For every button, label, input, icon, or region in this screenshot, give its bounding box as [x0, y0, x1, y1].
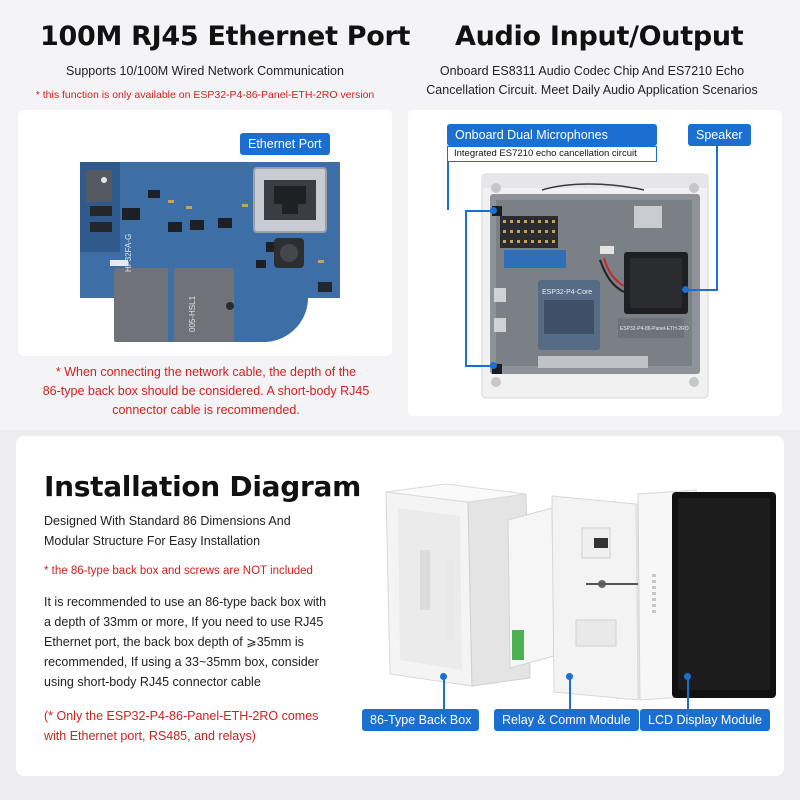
ethernet-image-card: HF32FA-G 005-HSL1 — [18, 110, 392, 356]
lcd-module-callout-line — [687, 676, 689, 710]
mic-callout-line-top — [465, 210, 493, 212]
audio-subtitle-line1: Onboard ES8311 Audio Codec Chip And ES72… — [439, 64, 745, 78]
installation-foot-line1: (* Only the ESP32-P4-86-Panel-ETH-2RO co… — [44, 709, 319, 723]
core-module-label: ESP32-P4-Core — [542, 289, 592, 296]
ethernet-warning: * When connecting the network cable, the… — [16, 363, 396, 420]
ethernet-warning-line3: connector cable is recommended. — [112, 403, 300, 417]
relay-module-callout-line — [569, 676, 571, 710]
mic-callout-line-tag — [447, 160, 449, 210]
installation-para-line1: It is recommended to use an 86-type back… — [44, 595, 327, 609]
installation-para-line2: a depth of 33mm or more, If you need to … — [44, 615, 324, 629]
ethernet-version-note: * this function is only available on ESP… — [35, 89, 375, 101]
relay-label-2: 005-HSL1 — [188, 295, 197, 332]
installation-title: Installation Diagram — [44, 470, 361, 503]
mic-dot-bottom — [490, 362, 497, 369]
audio-title: Audio Input/Output — [455, 21, 744, 52]
installation-intro-line2: Modular Structure For Easy Installation — [44, 534, 261, 548]
board-model-label: ESP32-P4-86-Panel-ETH-2RO — [620, 326, 689, 332]
back-box-callout-line — [443, 676, 445, 710]
installation-intro: Designed With Standard 86 Dimensions And… — [44, 511, 374, 551]
audio-subtitle: Onboard ES8311 Audio Codec Chip And ES72… — [400, 62, 784, 100]
relay-module-tag: Relay & Comm Module — [494, 709, 639, 731]
speaker-dot — [682, 286, 689, 293]
dual-microphones-tag: Onboard Dual Microphones — [447, 124, 657, 146]
installation-not-included-note: * the 86-type back box and screws are NO… — [44, 565, 313, 577]
relay-label-1: HF32FA-G — [124, 233, 133, 272]
ethernet-warning-line1: * When connecting the network cable, the… — [55, 365, 357, 379]
speaker-callout-line — [716, 146, 718, 291]
installation-footnote: (* Only the ESP32-P4-86-Panel-ETH-2RO co… — [44, 706, 374, 746]
speaker-callout-line-h — [686, 289, 718, 291]
speaker-tag: Speaker — [688, 124, 751, 146]
installation-para-line4: recommended, If using a 33~35mm box, con… — [44, 655, 319, 669]
back-box-tag: 86-Type Back Box — [362, 709, 480, 731]
mic-dot-top — [490, 207, 497, 214]
audio-board-illustration: ESP32-P4-Core ESP32-P4-86-Panel-ETH-2RO — [481, 173, 709, 399]
ethernet-title: 100M RJ45 Ethernet Port — [40, 21, 411, 52]
mic-callout-line — [465, 210, 467, 365]
ethernet-subtitle: Supports 10/100M Wired Network Communica… — [66, 64, 344, 78]
lcd-module-tag: LCD Display Module — [640, 709, 770, 731]
installation-para-line5: using short-body RJ45 connector cable — [44, 675, 261, 689]
installation-illustration — [385, 483, 776, 701]
ethernet-port-tag: Ethernet Port — [240, 133, 330, 155]
ethernet-warning-line2: 86-type back box should be considered. A… — [42, 384, 370, 398]
ethernet-board-illustration — [80, 162, 340, 342]
echo-cancellation-tag: Integrated ES7210 echo cancellation circ… — [447, 146, 657, 162]
installation-recommendation: It is recommended to use an 86-type back… — [44, 592, 374, 692]
installation-intro-line1: Designed With Standard 86 Dimensions And — [44, 514, 291, 528]
mic-callout-line-bottom — [465, 365, 493, 367]
audio-subtitle-line2: Cancellation Circuit. Meet Daily Audio A… — [426, 83, 758, 97]
installation-para-line3: Ethernet port, the back box depth of ⩾35… — [44, 635, 304, 649]
installation-foot-line2: with Ethernet port, RS485, and relays) — [44, 729, 256, 743]
